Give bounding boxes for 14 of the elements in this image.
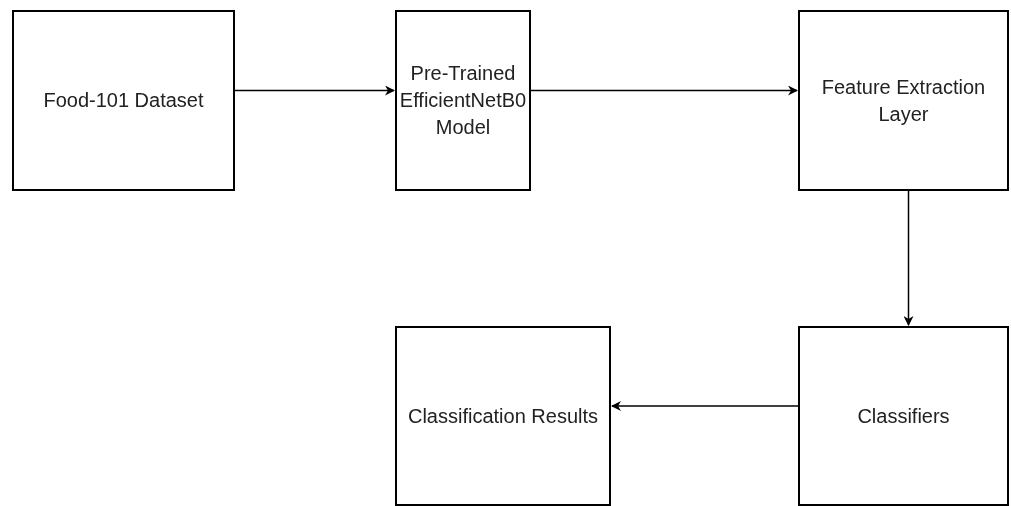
box-label: Pre-Trained EfficientNetB0 Model (399, 61, 527, 140)
process-box (798, 326, 1009, 506)
arrow (903, 190, 914, 326)
box-label: Classifiers (857, 403, 950, 429)
process-box (395, 326, 611, 506)
process-box (798, 10, 1009, 191)
arrow (530, 85, 798, 96)
arrow (234, 85, 395, 96)
arrow (611, 401, 799, 411)
process-box (395, 10, 531, 191)
process-box (12, 10, 235, 191)
box-label: Food-101 Dataset (43, 88, 204, 113)
box-label: Classification Results (407, 403, 599, 429)
box-label: Feature Extraction Layer (820, 74, 987, 127)
